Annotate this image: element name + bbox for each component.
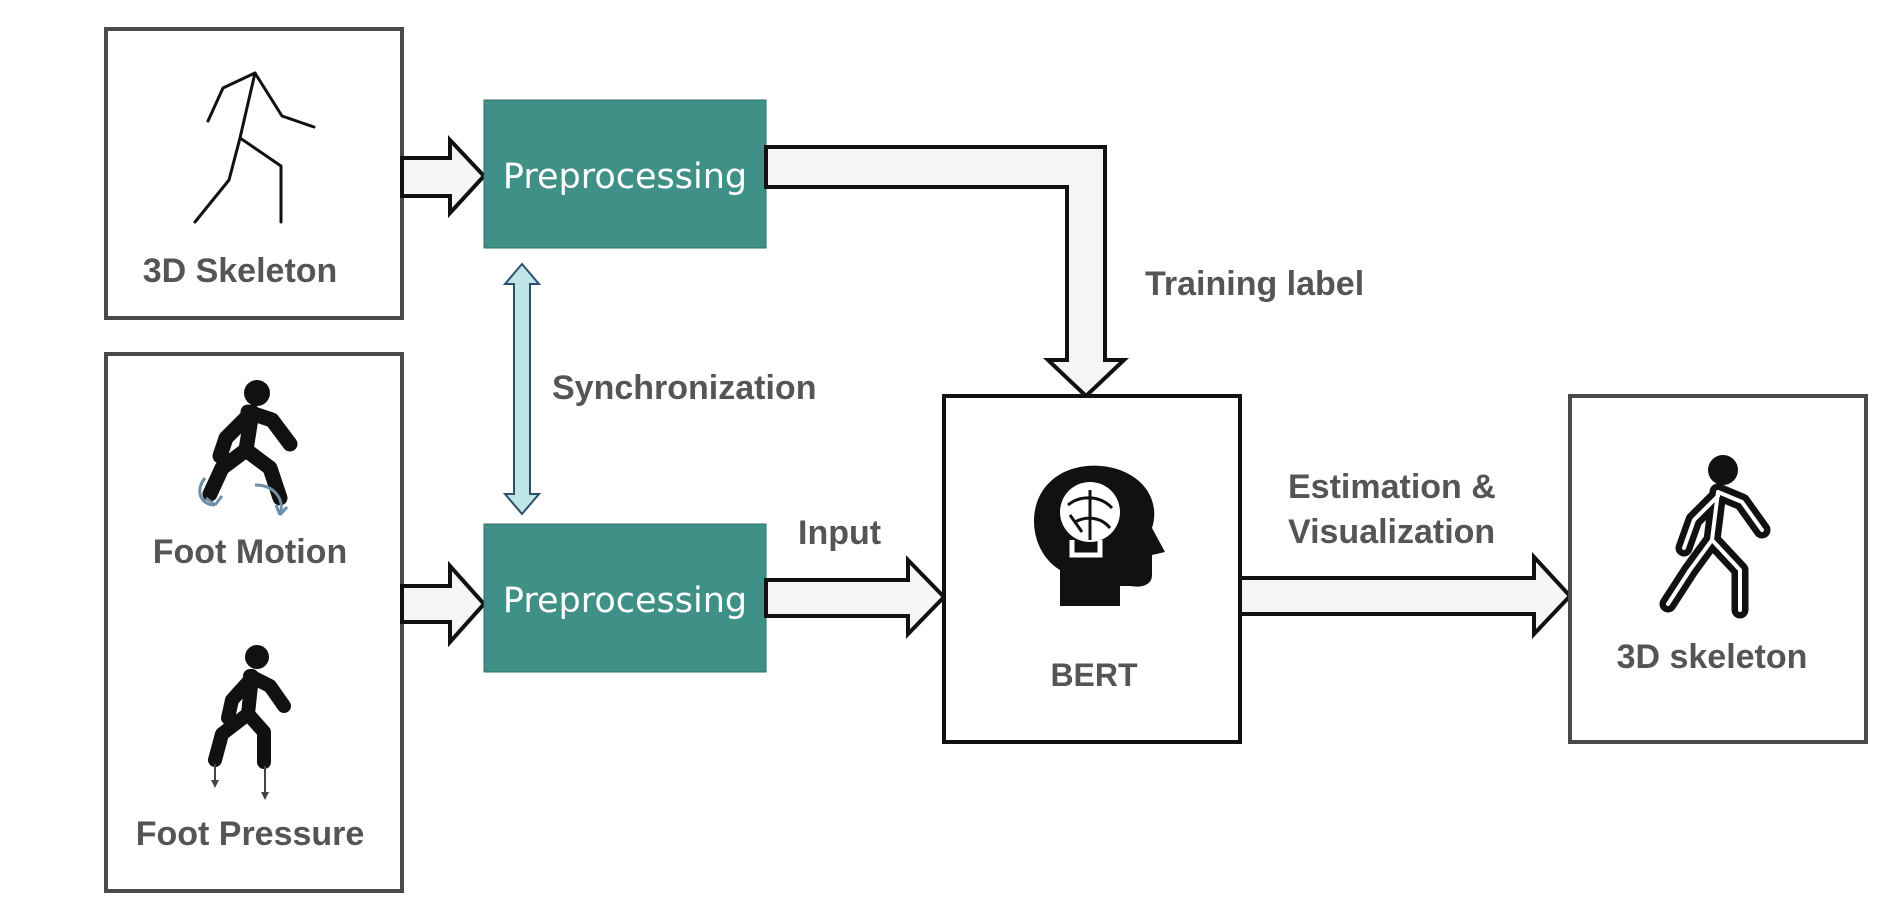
bert-model-box: BERT — [942, 394, 1242, 744]
estimation-label-line1: Estimation & — [1288, 468, 1496, 506]
brain-head-icon — [1033, 465, 1165, 606]
preprocessing-top-block: Preprocessing — [483, 99, 767, 249]
preprocessing-bottom-label: Preprocessing — [503, 581, 747, 621]
estimation-arrow — [1238, 551, 1573, 640]
preprocessing-top-label: Preprocessing — [503, 157, 747, 197]
estimation-label-line2: Visualization — [1288, 513, 1495, 551]
skeleton-input-box: 3D Skeleton — [104, 27, 404, 320]
input-arrow — [764, 555, 947, 639]
walking-person-icon — [198, 380, 298, 516]
skeleton-to-preprocessing-arrow — [400, 134, 487, 219]
skeleton-input-label: 3D Skeleton — [143, 252, 338, 290]
input-label: Input — [798, 514, 881, 552]
training-label-text: Training label — [1145, 265, 1364, 303]
synchronization-arrow — [502, 262, 542, 516]
foot-pressure-label: Foot Pressure — [136, 815, 365, 853]
walking-person-icon — [208, 645, 291, 800]
stick-figure-icon — [193, 71, 316, 224]
foot-to-preprocessing-arrow — [400, 560, 487, 648]
foot-motion-label: Foot Motion — [153, 533, 347, 571]
training-label-arrow — [764, 145, 1130, 399]
skeleton-output-box: 3D skeleton — [1568, 394, 1868, 744]
synchronization-label: Synchronization — [552, 369, 816, 407]
walker-icon — [1659, 455, 1771, 619]
bert-label: BERT — [1050, 657, 1138, 693]
skeleton-output-label: 3D skeleton — [1617, 638, 1808, 676]
foot-sensors-box: Foot Motion Foot Pressure — [104, 352, 404, 893]
preprocessing-bottom-block: Preprocessing — [483, 523, 767, 673]
